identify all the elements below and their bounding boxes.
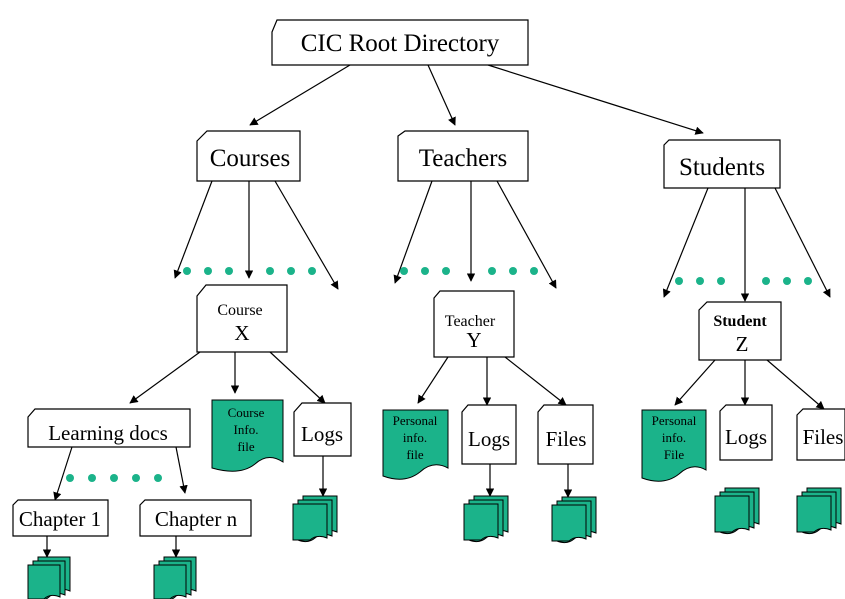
file-stack-student-logs[interactable] <box>714 487 760 535</box>
node-learning-docs[interactable]: Learning docs <box>27 408 191 448</box>
teacher-personal-file-line2: info. <box>403 430 427 445</box>
dot <box>110 474 118 482</box>
dot <box>762 277 770 285</box>
dot <box>66 474 74 482</box>
node-student-files-label: Files <box>803 425 844 449</box>
course-info-file-line3: file <box>237 439 255 454</box>
dots-learning-docs <box>66 474 162 482</box>
node-courses[interactable]: Courses <box>196 130 301 182</box>
dot <box>183 267 191 275</box>
dot <box>509 267 517 275</box>
dots-students <box>675 277 812 285</box>
edge-studentz-personal <box>674 359 716 406</box>
node-teacher-personal-file[interactable]: Personal info. file <box>382 409 449 480</box>
dot <box>204 267 212 275</box>
edge-root-courses <box>249 64 351 126</box>
node-teacher-y[interactable]: Teacher Y <box>433 290 515 358</box>
node-teachers[interactable]: Teachers <box>397 130 529 182</box>
node-teachers-label: Teachers <box>419 145 507 172</box>
edge-learning-chaptern <box>175 446 188 494</box>
edge-root-teachers <box>427 64 456 126</box>
dot <box>442 267 450 275</box>
dot <box>400 267 408 275</box>
node-student-personal-file[interactable]: Personal info. File <box>641 409 707 482</box>
dot <box>266 267 274 275</box>
node-student-logs-label: Logs <box>725 425 767 449</box>
dots-courses <box>183 267 316 275</box>
node-course-x-line1: Course <box>217 302 262 319</box>
dot <box>530 267 538 275</box>
node-chapter-1-label: Chapter 1 <box>19 507 101 531</box>
teacher-personal-file-line1: Personal <box>393 413 438 428</box>
node-learning-docs-label: Learning docs <box>48 421 168 445</box>
edge-students-right <box>774 187 831 298</box>
dots-teachers <box>400 267 538 275</box>
file-stack-teacher-logs[interactable] <box>463 495 509 543</box>
edge-studentz-files <box>766 359 825 410</box>
dot <box>308 267 316 275</box>
node-student-z[interactable]: Student Z <box>698 301 782 361</box>
node-teacher-logs-label: Logs <box>468 427 510 451</box>
node-course-logs-label: Logs <box>301 422 343 446</box>
dot <box>717 277 725 285</box>
node-root[interactable]: CIC Root Directory <box>271 19 529 66</box>
dot <box>287 267 295 275</box>
edge-students-left <box>662 187 709 298</box>
node-courses-label: Courses <box>210 145 291 172</box>
teacher-personal-file-line3: file <box>406 447 424 462</box>
node-students[interactable]: Students <box>663 139 781 189</box>
dot <box>154 474 162 482</box>
student-personal-file-line2: info. <box>662 430 686 445</box>
node-student-z-line2: Z <box>736 332 749 356</box>
node-teacher-y-line1: Teacher <box>445 313 496 330</box>
node-course-info-file[interactable]: Course Info. file <box>211 399 284 472</box>
dot <box>88 474 96 482</box>
dot <box>225 267 233 275</box>
node-teacher-files[interactable]: Files <box>537 404 594 465</box>
edges <box>42 64 831 558</box>
edge-teachery-files <box>504 356 567 406</box>
dot <box>783 277 791 285</box>
edge-courses-left <box>173 180 213 279</box>
node-chapter-n[interactable]: Chapter n <box>139 499 252 537</box>
node-chapter-1[interactable]: Chapter 1 <box>12 499 109 537</box>
student-personal-file-line1: Personal <box>652 413 697 428</box>
node-student-z-line1: Student <box>713 313 767 330</box>
dot <box>132 474 140 482</box>
dots <box>66 267 812 482</box>
file-stack-chapter-1[interactable] <box>27 556 71 599</box>
dot <box>675 277 683 285</box>
edge-teachers-left <box>393 180 433 284</box>
node-root-label: CIC Root Directory <box>301 30 500 57</box>
student-personal-file-line3: File <box>664 447 684 462</box>
edge-coursex-learning <box>129 351 201 404</box>
node-teacher-y-line2: Y <box>466 328 481 352</box>
node-students-label: Students <box>679 154 765 181</box>
dot <box>488 267 496 275</box>
edge-teachery-personal <box>417 356 449 404</box>
edge-courses-right <box>274 180 339 290</box>
dot <box>804 277 812 285</box>
dot <box>421 267 429 275</box>
node-course-x-line2: X <box>234 321 249 345</box>
node-course-x[interactable]: Course X <box>196 284 288 353</box>
course-info-file-line2: Info. <box>234 422 259 437</box>
file-stack-chapter-n[interactable] <box>153 556 197 599</box>
edge-teachers-right <box>496 180 557 289</box>
course-info-file-line1: Course <box>228 405 265 420</box>
node-course-logs[interactable]: Logs <box>293 402 352 457</box>
node-student-logs[interactable]: Logs <box>719 404 773 461</box>
node-teacher-logs[interactable]: Logs <box>461 404 517 465</box>
file-stack-teacher-files[interactable] <box>551 496 597 544</box>
node-student-files[interactable]: Files <box>796 408 845 461</box>
edge-root-students <box>487 64 704 135</box>
file-stack-student-files[interactable] <box>796 487 842 535</box>
dot <box>696 277 704 285</box>
node-chapter-n-label: Chapter n <box>155 507 238 531</box>
node-teacher-files-label: Files <box>546 427 587 451</box>
file-stack-course-logs[interactable] <box>292 495 338 543</box>
edge-coursex-logs <box>269 351 326 404</box>
edge-learning-chapter1 <box>53 446 73 501</box>
